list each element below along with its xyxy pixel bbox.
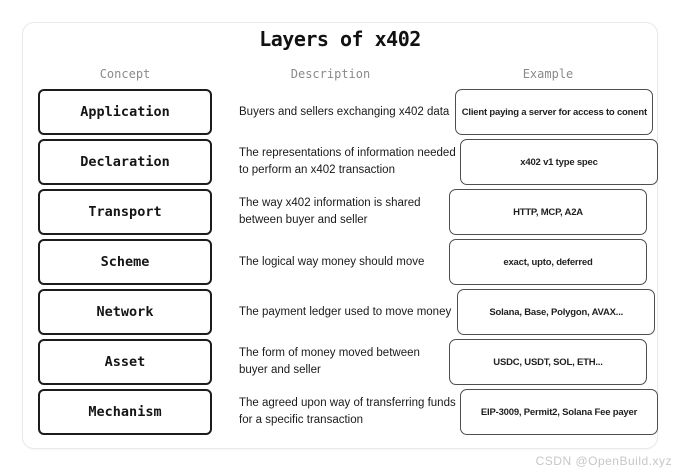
description-line: The payment ledger used to move money — [239, 305, 452, 318]
layer-rows: Application Buyers and sellers exchangin… — [23, 89, 658, 435]
layer-row: Network The payment ledger used to move … — [23, 289, 657, 335]
example-box: Solana, Base, Polygon, AVAX... — [457, 289, 656, 335]
description-line: The agreed upon way of transferring fund… — [239, 397, 456, 409]
concept-box: Scheme — [38, 239, 212, 285]
column-header-example: Example — [522, 67, 574, 81]
layer-row: Transport The way x402 information is sh… — [23, 189, 657, 235]
example-box: USDC, USDT, SOL, ETH... — [449, 339, 647, 385]
concept-box: Network — [38, 289, 212, 335]
example-box: x402 v1 type spec — [460, 139, 658, 185]
diagram-card: Layers of x402 Concept Description Examp… — [22, 22, 658, 449]
description-line: for a specific transaction — [239, 414, 364, 426]
layer-description: The agreed upon way of transferring fund… — [212, 389, 460, 435]
layer-row: Mechanism The agreed upon way of transfe… — [23, 389, 658, 435]
layer-description: The representations of information neede… — [212, 139, 460, 185]
description-line: to perform an x402 transaction — [239, 164, 395, 176]
description-line: The form of money moved between — [239, 347, 420, 359]
watermark: CSDN @OpenBuild.xyz — [535, 454, 672, 468]
column-headers: Concept Description Example — [23, 66, 657, 82]
layer-description: The payment ledger used to move money — [212, 289, 457, 335]
layer-description: Buyers and sellers exchanging x402 data — [212, 89, 455, 135]
example-box: HTTP, MCP, A2A — [449, 189, 647, 235]
example-box: exact, upto, deferred — [449, 239, 647, 285]
layer-row: Asset The form of money moved between bu… — [23, 339, 657, 385]
layer-row: Declaration The representations of infor… — [23, 139, 658, 185]
description-line: The representations of information neede… — [239, 147, 456, 159]
layer-row: Scheme The logical way money should move… — [23, 239, 657, 285]
column-header-description: Description — [290, 67, 371, 81]
layer-row: Application Buyers and sellers exchangin… — [23, 89, 657, 135]
example-box: Client paying a server for access to con… — [455, 89, 654, 135]
layer-description: The form of money moved between buyer an… — [212, 339, 449, 385]
description-line: The way x402 information is shared — [239, 197, 421, 209]
description-line: buyer and seller — [239, 364, 321, 376]
description-line: The logical way money should move — [239, 255, 425, 268]
example-box: EIP-3009, Permit2, Solana Fee payer — [460, 389, 658, 435]
concept-box: Transport — [38, 189, 212, 235]
concept-box: Declaration — [38, 139, 212, 185]
concept-box: Mechanism — [38, 389, 212, 435]
column-header-concept: Concept — [99, 67, 151, 81]
description-line: between buyer and seller — [239, 214, 368, 226]
concept-box: Asset — [38, 339, 212, 385]
diagram-title: Layers of x402 — [259, 27, 421, 51]
layer-description: The logical way money should move — [212, 239, 449, 285]
concept-box: Application — [38, 89, 212, 135]
description-line: Buyers and sellers exchanging x402 data — [239, 105, 450, 118]
layer-description: The way x402 information is shared betwe… — [212, 189, 449, 235]
